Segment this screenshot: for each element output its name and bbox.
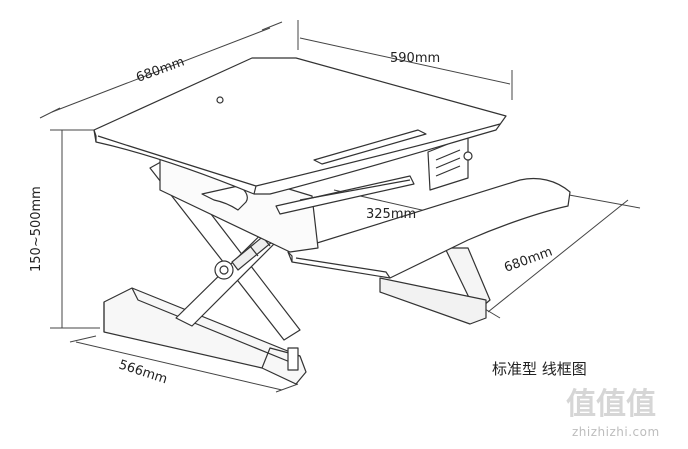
dim-top-depth: 680mm <box>134 55 186 86</box>
dim-keyboard-depth: 325mm <box>366 207 416 222</box>
keyboard-tray <box>287 177 571 279</box>
cable-hole <box>216 96 224 104</box>
desk-body <box>93 57 571 385</box>
dim-top-width: 590mm <box>390 51 440 66</box>
keyboard-arm <box>444 247 491 313</box>
drawing-caption: 标准型 线框图 <box>492 360 587 378</box>
dim-height-range: 150~500mm <box>29 186 44 272</box>
watermark-site: zhizhizhi.com <box>572 425 660 439</box>
watermark-logo: 值值值 <box>566 387 656 422</box>
site-watermark: 值值值 zhizhizhi.com <box>566 387 660 439</box>
tablet-slot <box>313 129 427 165</box>
dim-keyboard-width: 680mm <box>502 245 554 276</box>
desktop-surface <box>93 57 507 195</box>
base-frame <box>103 287 307 385</box>
